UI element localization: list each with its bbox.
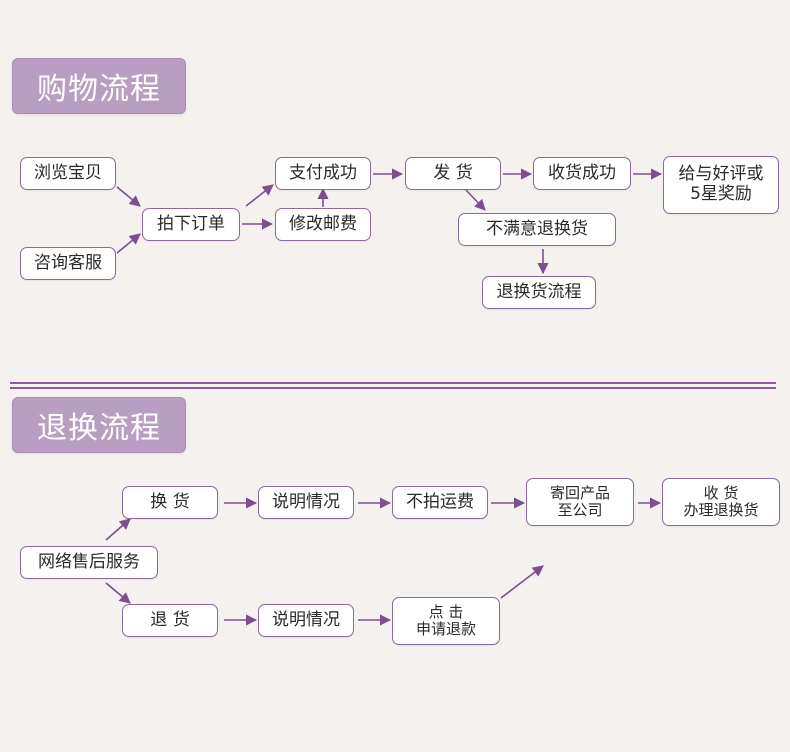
node-receive-process-line1: 收 货 xyxy=(703,483,739,502)
node-receive-process: 收 货 办理退换货 xyxy=(662,478,780,526)
arrow-ship-to-dissatisfied xyxy=(465,189,486,211)
node-place-order-label: 拍下订单 xyxy=(157,213,225,234)
arrow-aftersales-to-exchange xyxy=(105,518,131,541)
node-explain-bottom: 说明情况 xyxy=(258,604,354,637)
node-ship-label: 发 货 xyxy=(433,162,473,183)
arrow-aftersales-to-refund xyxy=(105,582,131,604)
node-modify-shipping: 修改邮费 xyxy=(275,208,371,241)
node-receive-process-line2: 办理退换货 xyxy=(683,501,759,519)
node-refund-label: 退 货 xyxy=(150,609,190,630)
node-refund: 退 货 xyxy=(122,604,218,637)
node-browse: 浏览宝贝 xyxy=(20,157,116,190)
node-pay-success-label: 支付成功 xyxy=(289,162,357,183)
node-mail-back: 寄回产品 至公司 xyxy=(526,478,634,526)
arrow-click-to-mail xyxy=(500,565,544,599)
node-explain-top: 说明情况 xyxy=(258,486,354,519)
node-review-line2: 5星奖励 xyxy=(690,184,752,204)
shopping-process-title: 购物流程 xyxy=(12,58,186,114)
node-return-flow-label: 退换货流程 xyxy=(496,281,582,302)
arrow-order-to-pay xyxy=(245,184,274,207)
node-after-sales-label: 网络售后服务 xyxy=(38,551,140,572)
node-dissatisfied-label: 不满意退换货 xyxy=(486,218,588,239)
node-explain-bottom-label: 说明情况 xyxy=(272,609,340,630)
node-ship: 发 货 xyxy=(405,157,501,190)
return-process-title: 退换流程 xyxy=(12,397,186,453)
node-after-sales: 网络售后服务 xyxy=(20,546,158,579)
arrow-consult-to-order xyxy=(116,233,141,254)
node-mail-back-line1: 寄回产品 xyxy=(549,483,610,502)
node-dissatisfied: 不满意退换货 xyxy=(458,213,616,246)
node-no-shipping-fee-label: 不拍运费 xyxy=(406,491,474,512)
node-apply-refund-line1: 点 击 xyxy=(428,602,464,621)
node-apply-refund: 点 击 申请退款 xyxy=(392,597,500,645)
node-no-shipping-fee: 不拍运费 xyxy=(392,486,488,519)
node-received: 收货成功 xyxy=(533,157,631,190)
section-divider-bottom xyxy=(10,387,776,389)
node-explain-top-label: 说明情况 xyxy=(272,491,340,512)
node-place-order: 拍下订单 xyxy=(142,208,240,241)
node-exchange-label: 换 货 xyxy=(150,491,190,512)
arrow-browse-to-order xyxy=(116,186,141,207)
node-received-label: 收货成功 xyxy=(548,162,616,183)
section-divider-top xyxy=(10,382,776,384)
node-review: 给与好评或 5星奖励 xyxy=(663,156,779,214)
node-modify-shipping-label: 修改邮费 xyxy=(289,213,357,234)
node-consult: 咨询客服 xyxy=(20,247,116,280)
node-return-flow: 退换货流程 xyxy=(482,276,596,309)
node-exchange: 换 货 xyxy=(122,486,218,519)
node-consult-label: 咨询客服 xyxy=(34,252,102,273)
node-review-line1: 给与好评或 xyxy=(678,164,764,185)
node-apply-refund-line2: 申请退款 xyxy=(415,620,476,638)
node-mail-back-line2: 至公司 xyxy=(557,501,603,519)
node-pay-success: 支付成功 xyxy=(275,157,371,190)
node-browse-label: 浏览宝贝 xyxy=(34,162,102,183)
